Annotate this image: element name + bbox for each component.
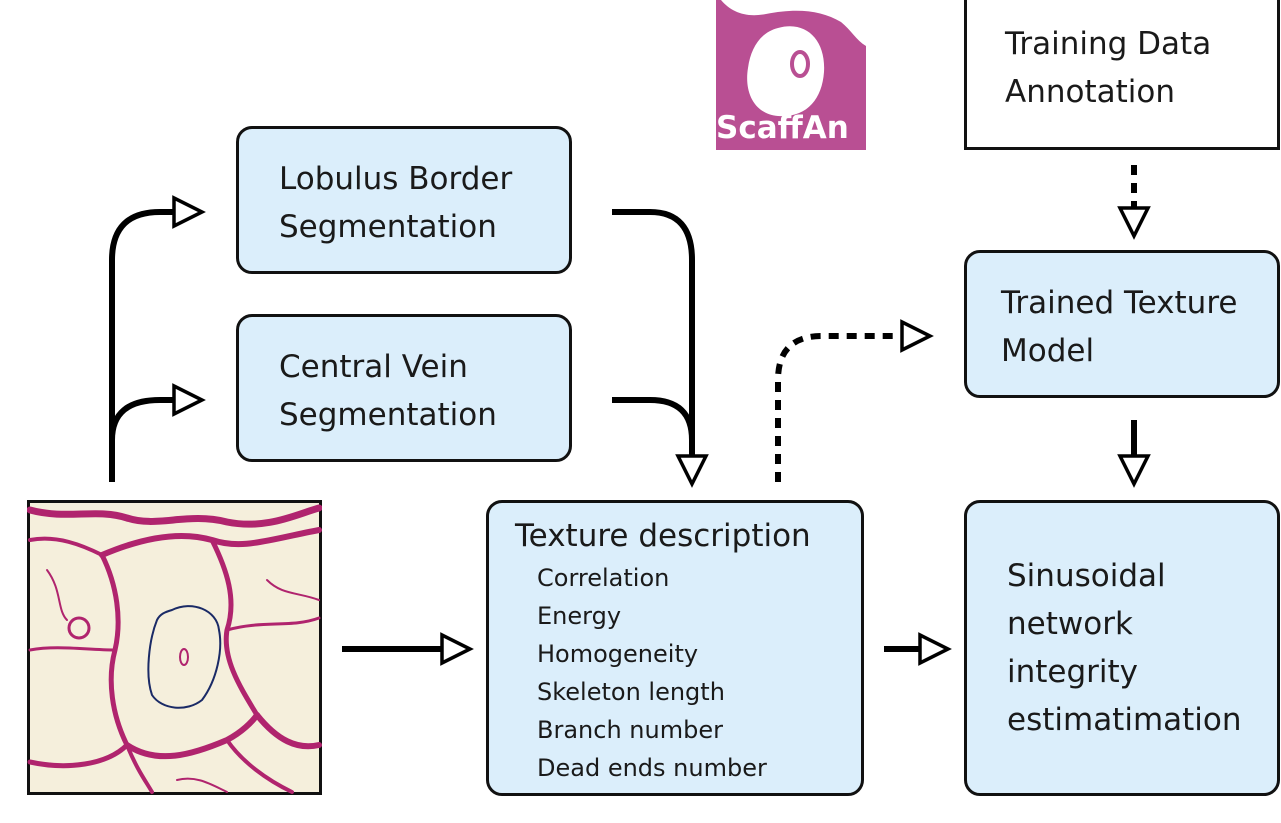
arrowhead-lobulus <box>172 195 206 229</box>
arrowhead-texture-top <box>675 454 709 488</box>
feature-correlation: Correlation <box>537 564 670 592</box>
trained-line-2: Model <box>1001 333 1095 369</box>
feature-dead-ends-number: Dead ends number <box>537 754 767 782</box>
trained-texture-model-box: Trained Texture Model <box>964 250 1280 398</box>
arrowhead-trained-left <box>900 319 934 353</box>
arrow-texture-to-trained-dotted <box>775 333 902 482</box>
scaffan-logo <box>716 0 866 150</box>
lobulus-line-1: Lobulus Border <box>279 161 513 197</box>
lobulus-line-2: Segmentation <box>279 209 497 245</box>
texture-title: Texture description <box>515 518 811 554</box>
sinusoidal-line-2: network <box>1007 606 1133 642</box>
arrowhead-vein <box>172 383 206 417</box>
arrow-lobulus-to-texture <box>612 209 695 456</box>
scaffan-logo-text: ScaffAn <box>716 110 849 146</box>
arrow-image-to-vein <box>109 397 174 441</box>
texture-description-box: Texture description Correlation Energy H… <box>486 500 864 796</box>
arrowhead-sinusoidal-top <box>1117 454 1151 488</box>
training-data-annotation-box: Training Data Annotation <box>964 0 1280 150</box>
liver-tissue-image <box>27 500 322 795</box>
feature-skeleton-length: Skeleton length <box>537 678 725 706</box>
vein-line-1: Central Vein <box>279 349 468 385</box>
sinusoidal-line-1: Sinusoidal <box>1007 558 1166 594</box>
trained-line-1: Trained Texture <box>1001 285 1238 321</box>
vein-line-2: Segmentation <box>279 397 497 433</box>
feature-homogeneity: Homogeneity <box>537 640 699 668</box>
arrow-image-to-lobulus <box>109 209 174 482</box>
arrow-vein-to-texture <box>612 397 695 441</box>
training-line-2: Annotation <box>1005 74 1176 110</box>
lobulus-border-segmentation-box: Lobulus Border Segmentation <box>236 126 572 274</box>
sinusoidal-line-3: integrity <box>1007 654 1139 690</box>
arrowhead-texture-left <box>440 632 474 666</box>
arrowhead-sinusoidal-left <box>918 632 952 666</box>
sinusoidal-line-4: estimatimation <box>1007 702 1242 738</box>
central-vein-segmentation-box: Central Vein Segmentation <box>236 314 572 462</box>
arrowhead-trained-top <box>1117 206 1151 240</box>
feature-energy: Energy <box>537 602 622 630</box>
training-line-1: Training Data <box>1005 26 1212 62</box>
sinusoidal-network-integrity-box: Sinusoidal network integrity estimatimat… <box>964 500 1280 796</box>
feature-branch-number: Branch number <box>537 716 723 744</box>
